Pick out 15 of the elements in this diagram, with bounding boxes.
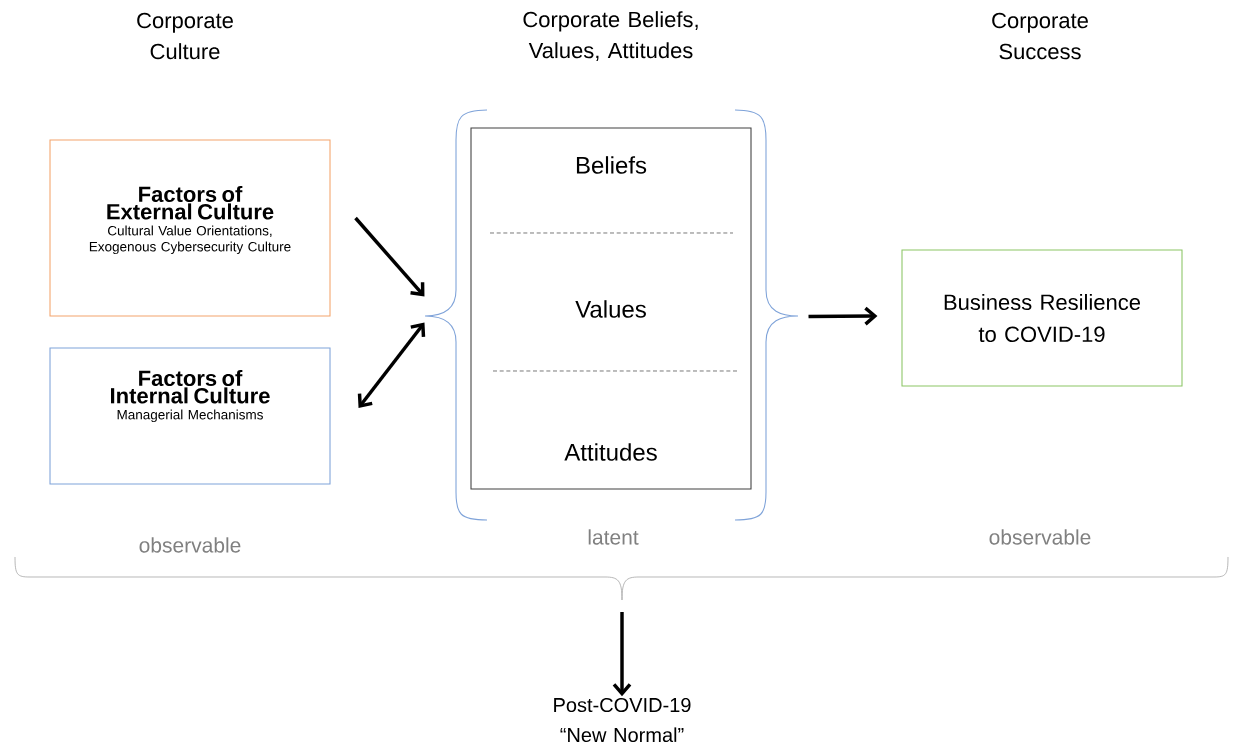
layered-box: Beliefs Values Attitudes — [470, 127, 752, 490]
factor-box: Factors of External Culture Cultural Value Orientations, Exogenous Cybersecurity Culture — [49, 139, 331, 317]
column-heading: Corporate Success — [992, 12, 1088, 60]
column-heading: Corporate Culture — [137, 12, 233, 60]
arrow — [354, 216, 425, 297]
outcome-text: Post-COVID-19 “New Normal” — [554, 697, 691, 743]
layer-label: observable — [989, 529, 1091, 545]
factor-box: Factors of Internal Culture Managerial Mechanisms — [49, 347, 331, 485]
arrow — [357, 322, 426, 408]
layer-label: latent — [588, 529, 639, 545]
column-heading: Corporate Beliefs, Values, Attitudes — [523, 11, 698, 61]
layer-label: observable — [139, 537, 241, 553]
arrow — [808, 306, 878, 326]
outcome-box: Business Resilience to COVID-19 — [901, 249, 1183, 387]
arrow — [612, 612, 632, 697]
